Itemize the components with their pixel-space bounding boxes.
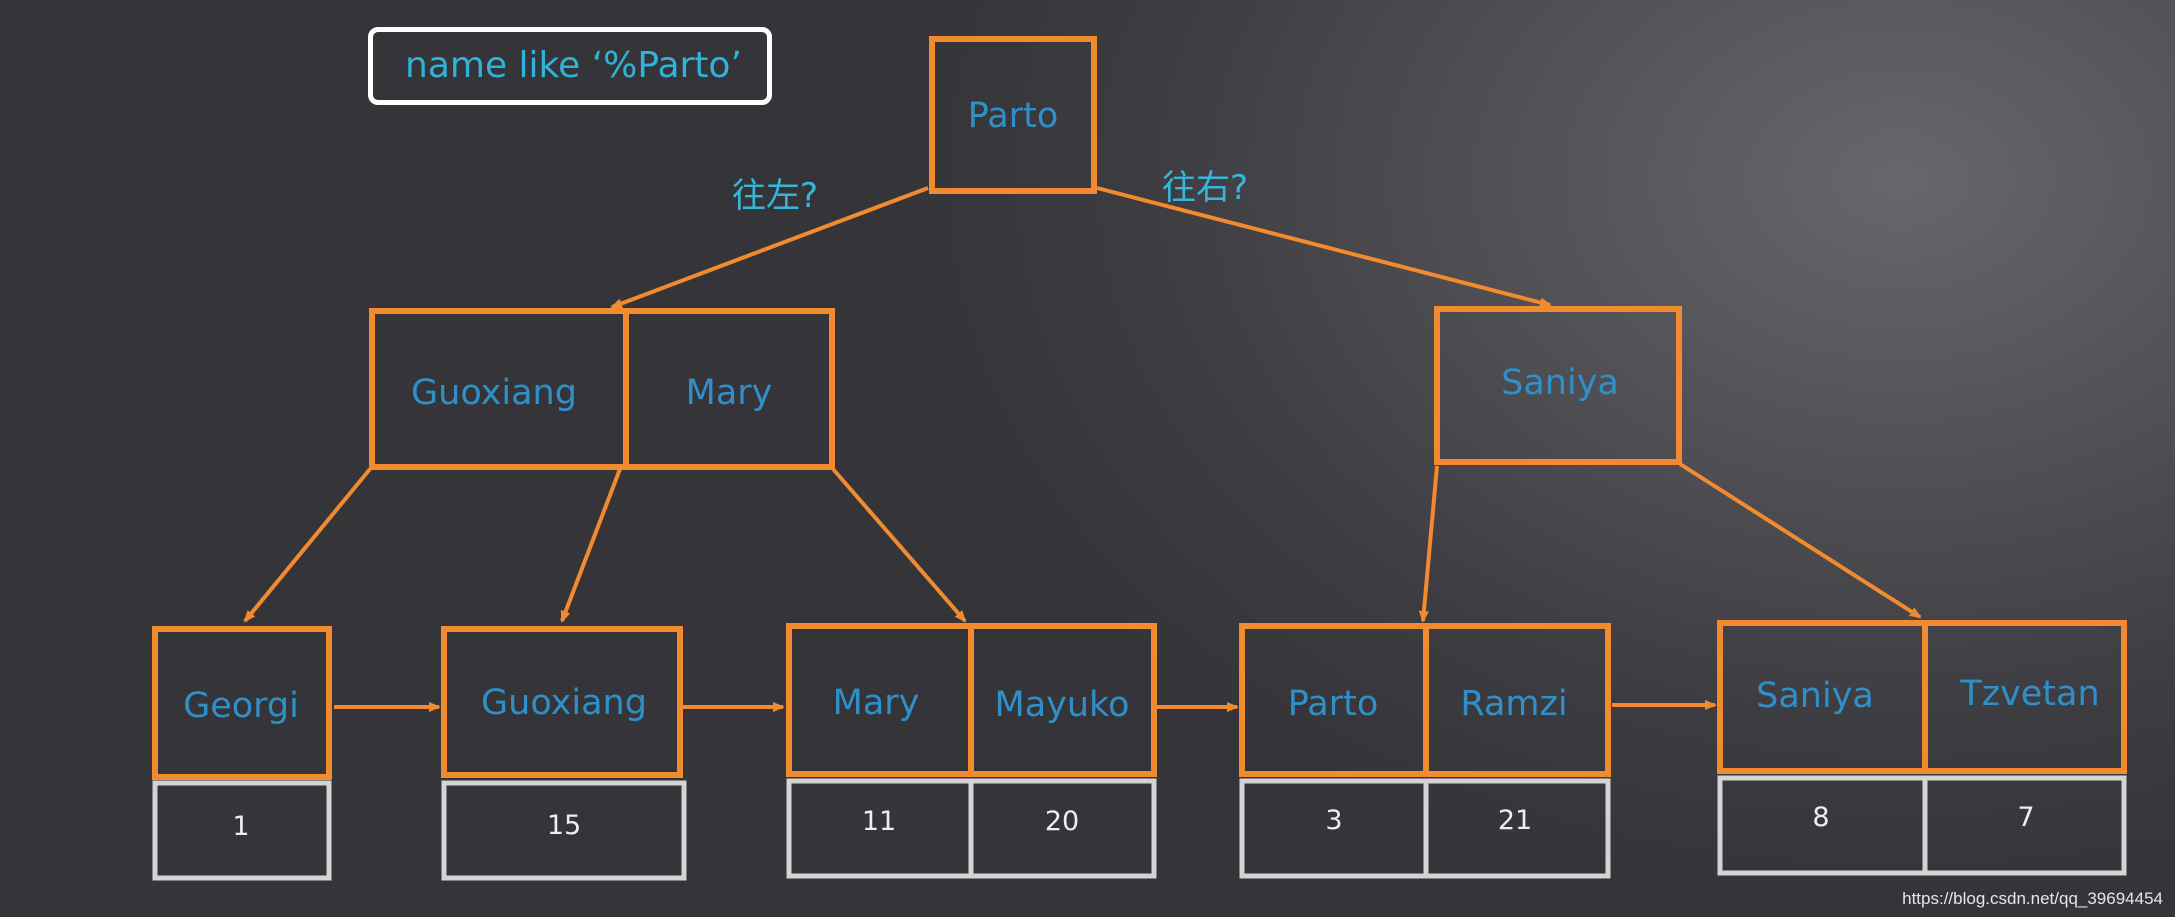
root-key: Parto [968,96,1059,136]
leaf-key: Parto [1288,684,1379,724]
leaf-row-id: 3 [1325,805,1342,836]
query-box: name like ‘%Parto’ [368,27,772,105]
query-text: name like ‘%Parto’ [405,45,742,86]
edge-mary-to-mary-leaf [831,467,967,623]
root-node-box [929,36,1097,194]
leaf-row-id: 7 [2017,802,2034,833]
internal-key: Guoxiang [411,373,577,413]
internal-node-left: Guoxiang Mary [369,308,835,470]
leaf-chain [334,700,1717,712]
leaf-row-id: 8 [1812,802,1829,833]
root-node: Parto [929,36,1097,194]
branch-label-right: 往右? [1162,168,1249,208]
leaf-node: Guoxiang 15 [441,626,687,881]
leaf-row-box [152,780,332,881]
watermark: https://blog.csdn.net/qq_39694454 [1902,889,2163,908]
leaf-key-box [441,626,683,778]
internal-node-right: Saniya [1434,306,1682,465]
leaf-key: Mayuko [995,685,1130,725]
internal-node-box [369,308,835,470]
edge-guoxiang-to-georgi [243,467,372,623]
internal-key: Mary [686,373,773,413]
branch-label-left: 往左? [732,176,819,216]
leaf-row-id: 15 [547,810,581,841]
leaf-row-id: 11 [862,806,896,837]
leaf-node: Georgi 1 [152,626,332,881]
leaf-key: Saniya [1756,676,1874,716]
leaf-key-box [152,626,332,780]
internal-key: Saniya [1501,363,1619,403]
leaf-row-box [1717,775,2127,876]
edge-saniya-to-parto-leaf [1418,465,1439,623]
edge-root-to-right [1096,186,1552,308]
leaf-row-id: 1 [232,811,249,842]
internal-node-box [1434,306,1682,465]
leaf-key: Guoxiang [481,683,647,723]
leaf-key: Ramzi [1460,684,1567,724]
leaf-key: Georgi [183,686,299,726]
leaf-row-id: 21 [1498,805,1532,836]
edge-saniya-to-saniya-leaf [1678,462,1922,619]
leaf-node: Parto Ramzi 3 21 [1239,623,1611,879]
leaf-key: Tzvetan [1959,674,2099,714]
tree-edges [243,186,1922,623]
leaf-node: Saniya Tzvetan 8 7 [1717,620,2127,876]
leaf-key: Mary [833,683,920,723]
edge-root-to-left [610,186,929,309]
edge-between-to-guoxiang [560,468,622,623]
leaf-row-box [441,780,687,881]
leaf-node: Mary Mayuko 11 20 [786,623,1157,879]
leaf-row-id: 20 [1045,806,1079,837]
